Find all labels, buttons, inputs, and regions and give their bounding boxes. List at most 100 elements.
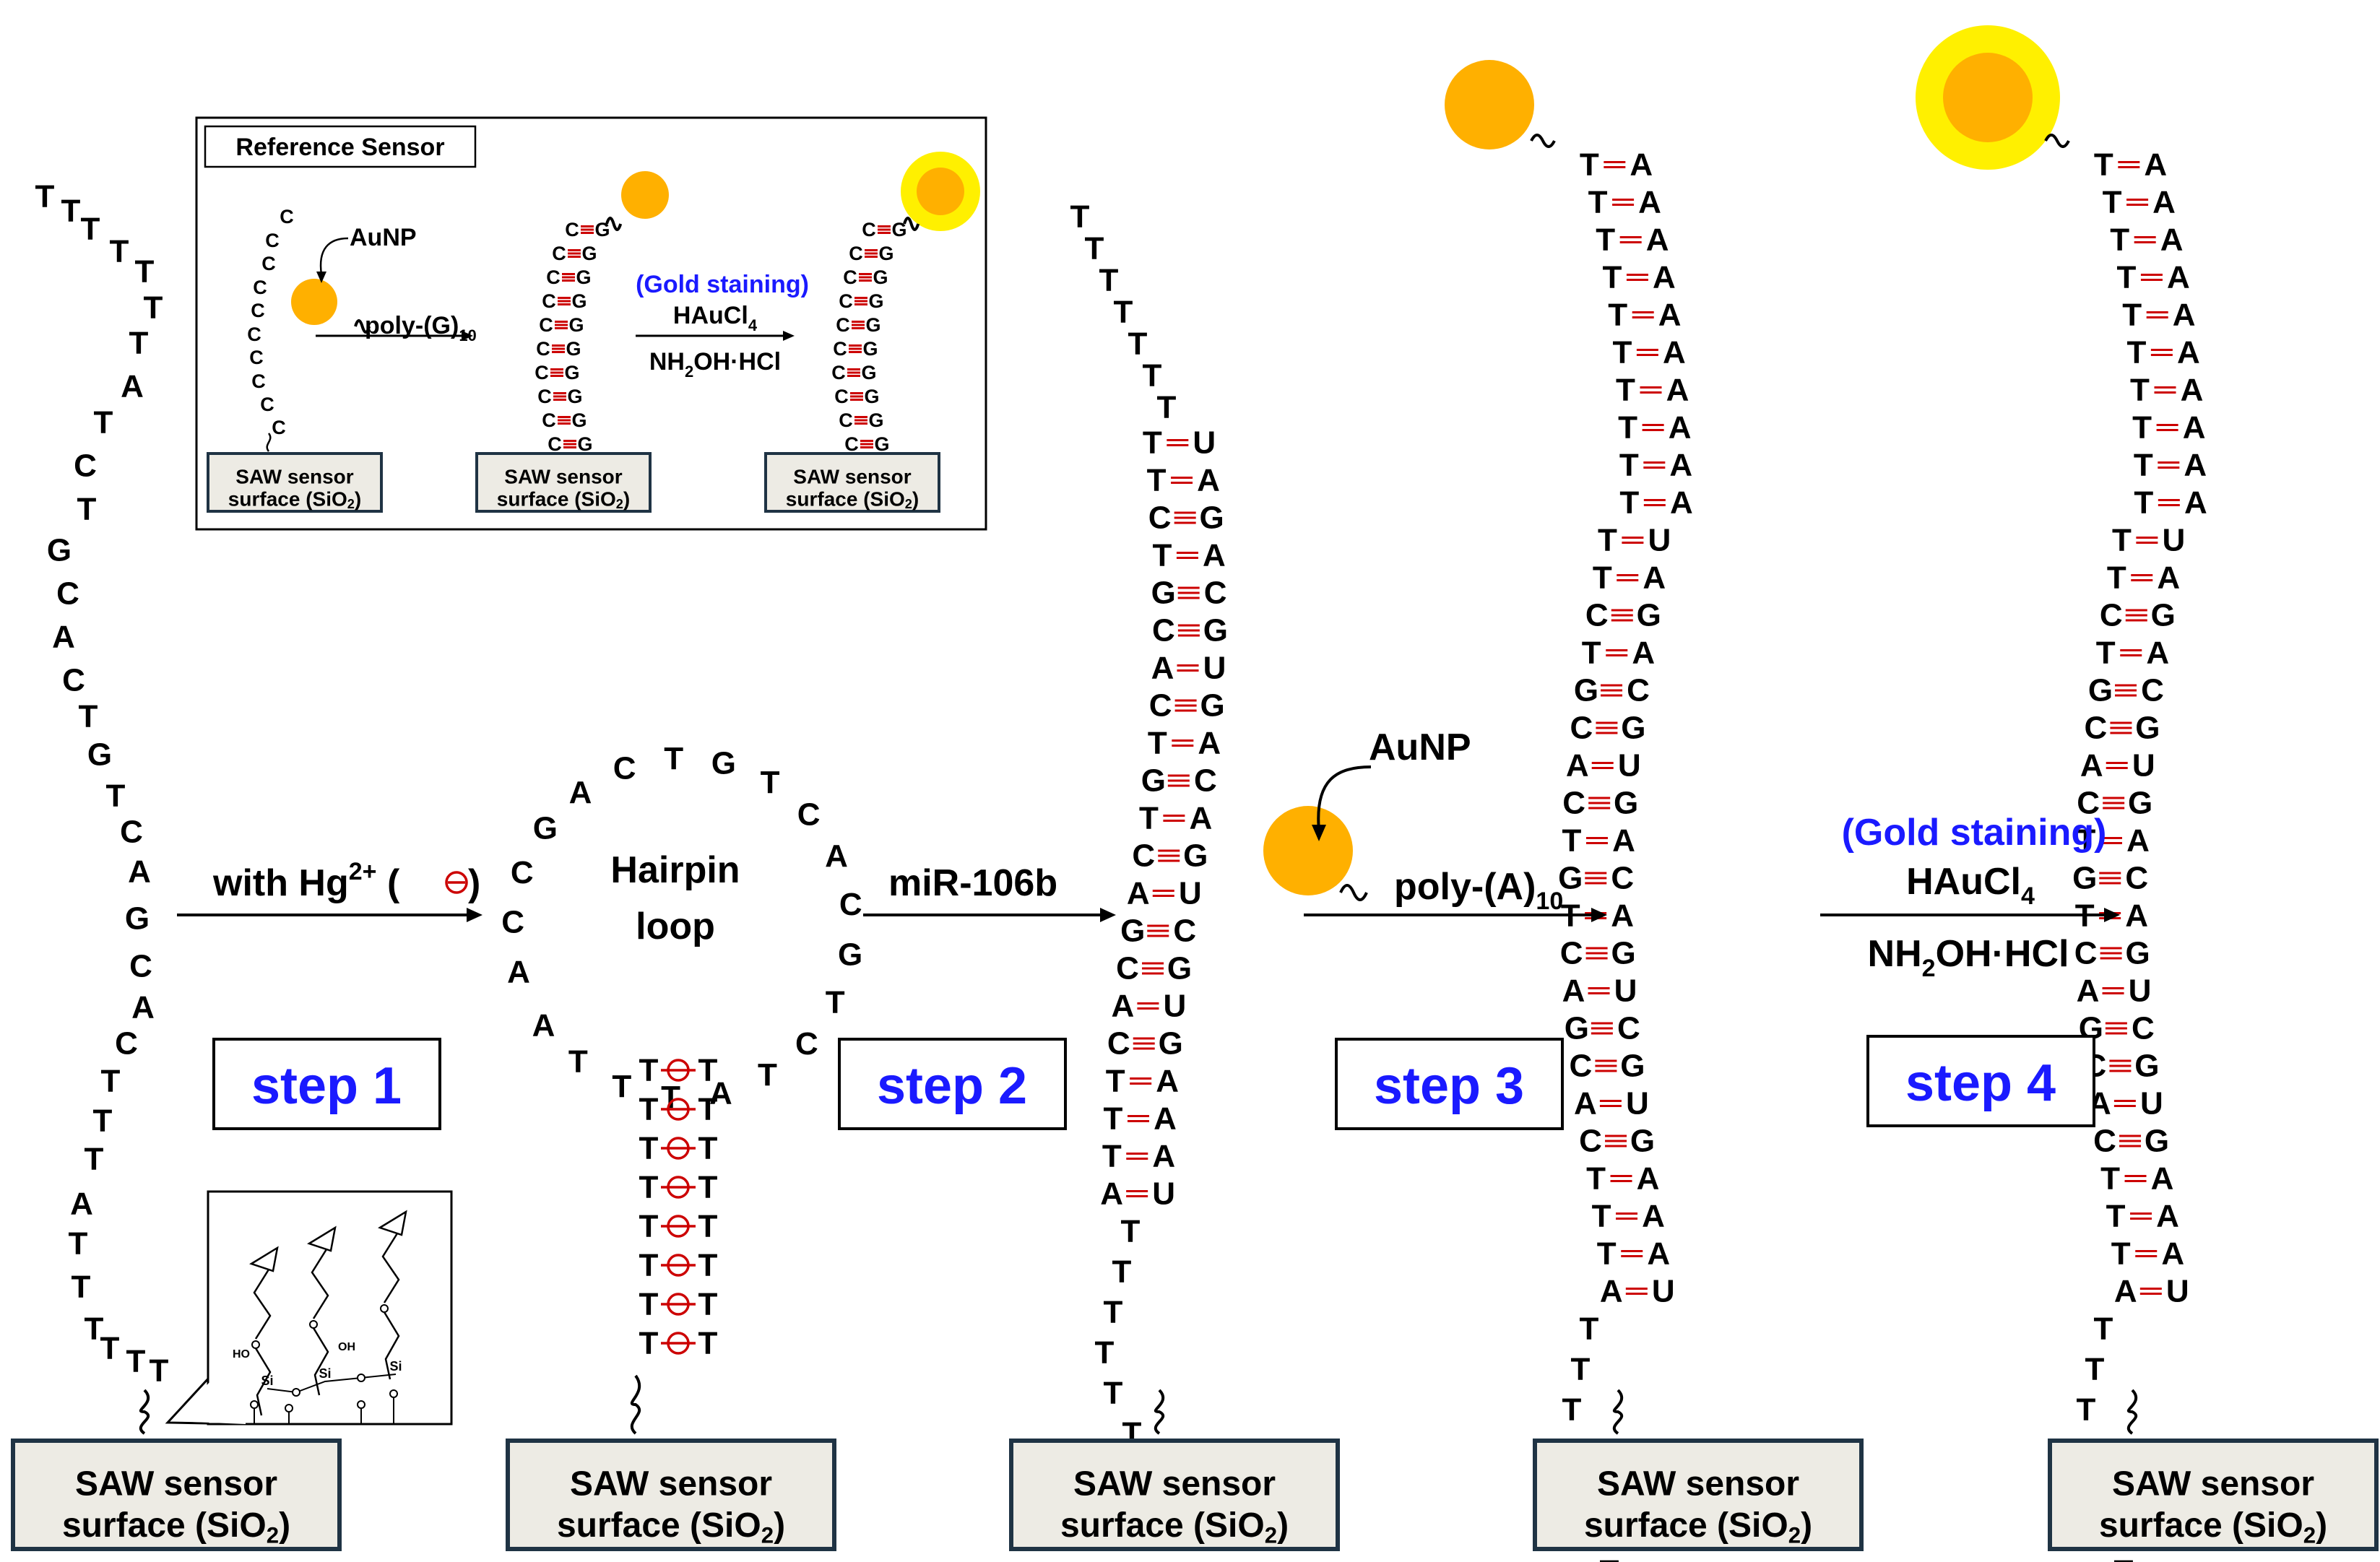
pair-base: A	[1647, 1236, 1670, 1272]
step3-box: step 3	[1335, 1038, 1564, 1130]
pair-base: T	[1616, 373, 1635, 408]
particle-linker	[354, 319, 371, 334]
ref-pair-base: C	[548, 433, 562, 455]
hg-bond-icon	[661, 1293, 696, 1316]
pair-base: A	[1611, 898, 1634, 934]
ref-bond	[562, 273, 575, 282]
pair-base: G	[1141, 763, 1166, 799]
probe-base: T	[2085, 1352, 2105, 1387]
probe-base: T	[126, 1344, 146, 1379]
probe-base: A	[70, 1186, 93, 1222]
base-pair-bond	[1643, 499, 1666, 506]
base-pair-bond	[2106, 762, 2128, 769]
ref-bond	[859, 273, 872, 282]
probe-base: G	[87, 737, 112, 773]
loop-base: C	[795, 1026, 818, 1062]
pair-base: C	[1570, 1049, 1593, 1084]
surface-line1: SAW sensor	[1597, 1465, 1799, 1504]
pair-base: T	[1104, 1101, 1123, 1137]
ref-bond	[581, 225, 594, 234]
pair-base: G	[1183, 838, 1208, 874]
particle-linker	[903, 217, 920, 231]
ref-bond	[552, 344, 565, 353]
pair-base: T	[2106, 1199, 2126, 1234]
pair-base: T	[2100, 1161, 2120, 1197]
step2-arrow: miR-106b	[863, 862, 1116, 922]
ref-pair-base: C	[539, 314, 553, 336]
base-pair-bond	[1625, 1288, 1648, 1295]
pair-base: A	[2146, 635, 2169, 671]
probe-base: T	[61, 194, 81, 229]
base-pair-bond	[1177, 586, 1200, 599]
ref-gold-staining-label: (Gold staining)	[636, 271, 809, 298]
pair-base: A	[2151, 1161, 2174, 1197]
reference-sensor-inset: Reference Sensor CCCCCCCCCCAuNPpoly-(G)1…	[195, 116, 987, 531]
base-pair-bond	[2158, 499, 2180, 506]
base-pair-bond	[1585, 837, 1608, 844]
pair-base: G	[1203, 613, 1228, 648]
aunp-particle	[917, 168, 964, 215]
step4-box: step 4	[1866, 1035, 2095, 1127]
pair-base: A	[2184, 448, 2207, 483]
probe-base: T	[94, 405, 113, 441]
base-pair-bond	[2134, 236, 2156, 243]
pair-base: C	[1585, 598, 1609, 633]
base-pair-bond	[1126, 1190, 1148, 1197]
base-pair-bond	[2115, 684, 2137, 697]
probe-base: T	[150, 1353, 169, 1389]
base-pair-bond	[2154, 386, 2176, 394]
base-pair-bond	[1585, 947, 1608, 960]
base-pair-bond	[1172, 739, 1194, 747]
pair-base: U	[1626, 1086, 1649, 1121]
base-pair-bond	[1605, 1134, 1627, 1147]
base-pair-bond	[1152, 890, 1174, 897]
probe-base: T	[77, 492, 97, 527]
pair-base: G	[1637, 598, 1661, 633]
ref-c-base: C	[253, 277, 267, 298]
pair-base: U	[1193, 425, 1216, 461]
base-pair-bond	[1640, 386, 1662, 394]
aunp-particle	[1943, 53, 2033, 142]
epoxide-icon	[307, 1225, 337, 1252]
pair-base: A	[1670, 485, 1693, 521]
ref-pair-base: C	[839, 409, 853, 431]
pair-base: A	[1127, 876, 1150, 911]
base-pair-bond	[2146, 311, 2168, 318]
ref-pair-base: C	[565, 219, 579, 240]
pair-base: G	[1167, 951, 1192, 986]
ref-pair-base: C	[537, 386, 552, 407]
pair-base: T	[2112, 523, 2132, 558]
base-pair-bond	[2113, 1100, 2136, 1107]
pair-base: T	[2103, 185, 2122, 220]
base-pair-bond	[1610, 1175, 1632, 1182]
ref-c-base: C	[272, 417, 286, 438]
pair-base: G	[1614, 786, 1638, 821]
stem-base: T	[698, 1209, 718, 1244]
ref-pair-base: C	[862, 219, 876, 240]
base-pair-bond	[2099, 872, 2121, 885]
pair-base: C	[1560, 936, 1583, 971]
ref-bond	[568, 249, 581, 258]
surface-line2: surface (SiO2)	[557, 1506, 785, 1548]
probe-base: T	[1114, 295, 1133, 330]
base-pair-bond	[2124, 1175, 2147, 1182]
tether-linker	[139, 1389, 150, 1435]
hg-bond-icon	[661, 1059, 696, 1082]
ho-label: HO	[233, 1348, 250, 1361]
base-pair-bond	[2100, 947, 2122, 960]
pair-base: U	[1203, 651, 1226, 686]
loop-base: C	[501, 904, 524, 940]
probe-base: T	[85, 1311, 104, 1347]
pair-base: A	[2114, 1274, 2137, 1309]
reference-title-box	[204, 125, 477, 168]
hg-bond-icon	[661, 1137, 696, 1160]
pair-base: U	[2166, 1274, 2189, 1309]
base-pair-bond	[1596, 721, 1618, 734]
surface-line1: SAW sensor	[504, 466, 622, 488]
surface-line1: SAW sensor	[75, 1465, 277, 1504]
ref-pair-base: C	[833, 338, 847, 360]
step2-box: step 2	[838, 1038, 1067, 1130]
